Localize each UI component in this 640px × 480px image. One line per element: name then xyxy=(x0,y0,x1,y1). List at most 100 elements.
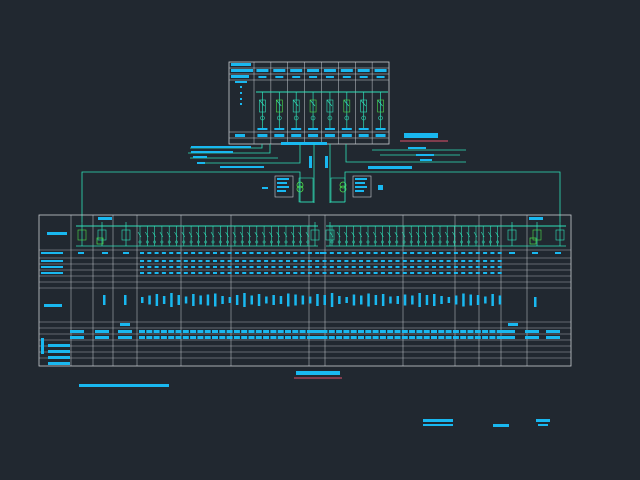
cubicle-label xyxy=(325,76,334,78)
cell-value xyxy=(278,252,283,254)
cubicle-label xyxy=(375,128,386,130)
row-label xyxy=(41,272,63,274)
cell-vertical-text xyxy=(389,296,392,304)
cell-value xyxy=(380,260,385,262)
breaker-ct xyxy=(189,240,193,244)
cell-vertical-text xyxy=(250,295,253,305)
cell-value xyxy=(286,266,290,268)
upper-label-block xyxy=(240,92,242,94)
cell-value xyxy=(483,272,488,274)
cell-value xyxy=(307,252,312,254)
cell-value xyxy=(242,260,247,262)
cell-value xyxy=(453,252,458,254)
cell-value xyxy=(70,330,84,333)
cell-value xyxy=(453,272,458,274)
lv-grid xyxy=(39,215,571,366)
cell-value xyxy=(256,260,261,262)
cell-value xyxy=(497,266,502,268)
cell-value xyxy=(431,336,437,339)
breaker-contact xyxy=(452,231,456,238)
breaker-ct xyxy=(167,240,171,244)
cell-value xyxy=(366,272,371,274)
cubicle-label xyxy=(275,76,284,78)
cell-value xyxy=(140,252,144,254)
breaker-ct xyxy=(431,240,435,244)
cell-value xyxy=(264,260,269,262)
breaker-ct xyxy=(452,240,456,244)
cell-value xyxy=(358,330,364,333)
cell-value xyxy=(401,336,408,339)
cell-value xyxy=(322,266,327,268)
cubicle-switch xyxy=(326,99,333,107)
incomer-breaker xyxy=(77,229,87,241)
cell-vertical-text xyxy=(243,293,246,307)
cell-value xyxy=(153,330,160,333)
cell-vertical-text xyxy=(265,296,268,304)
breaker-contact xyxy=(437,231,442,238)
cell-value xyxy=(227,272,232,274)
cell-value xyxy=(176,266,181,268)
cell-value xyxy=(264,266,269,268)
cell-value xyxy=(300,260,305,262)
cell-value xyxy=(366,266,371,268)
cell-value xyxy=(169,272,174,274)
bottom-captions xyxy=(79,371,550,427)
cubicle-switch xyxy=(276,99,282,107)
cell-value xyxy=(234,266,239,268)
cell-value xyxy=(242,266,247,268)
cell-value xyxy=(410,260,415,262)
cell-value xyxy=(475,260,480,262)
cell-value xyxy=(350,330,357,333)
breaker-contact xyxy=(174,231,178,238)
upper-panel xyxy=(228,61,390,145)
cell-value xyxy=(213,252,217,254)
cell-value xyxy=(490,252,495,254)
cell-value xyxy=(350,336,357,339)
cell-value xyxy=(123,252,129,254)
cubicle-equipment xyxy=(309,99,317,113)
cell-value xyxy=(329,260,334,262)
cubicle-label xyxy=(274,128,285,130)
cell-vertical-text xyxy=(425,295,429,305)
breaker-ct xyxy=(196,240,200,244)
cubicle-label xyxy=(256,69,269,72)
cell-value xyxy=(286,252,290,254)
cell-value xyxy=(475,266,480,268)
breaker-contact xyxy=(372,231,377,238)
title-block-5 xyxy=(538,424,548,426)
cell-value xyxy=(175,330,182,333)
cell-value xyxy=(249,272,254,274)
cubicle-label xyxy=(292,76,301,78)
breaker-contact xyxy=(261,231,266,238)
breaker-contact xyxy=(181,231,186,238)
cell-value xyxy=(432,266,436,268)
capacitor-bank xyxy=(96,237,104,245)
cell-value xyxy=(233,330,240,333)
breaker-contact xyxy=(430,231,435,238)
cell-vertical-text xyxy=(170,293,173,307)
cubicle-equipment xyxy=(343,99,351,113)
cell-value xyxy=(234,252,239,254)
cubicle-label xyxy=(376,76,385,78)
breaker-contact xyxy=(203,231,207,238)
lv-incoming-loop xyxy=(81,171,561,222)
cell-value xyxy=(197,330,204,333)
cell-value xyxy=(256,252,261,254)
lv-switchboard-frame xyxy=(38,214,572,367)
cell-vertical-text xyxy=(345,297,348,303)
breaker-contact xyxy=(365,231,370,238)
row-label xyxy=(41,266,63,268)
cubicle-label xyxy=(374,69,387,72)
cell-value xyxy=(446,266,451,268)
cell-value xyxy=(328,330,335,333)
breaker-ct xyxy=(299,240,303,244)
cell-value xyxy=(140,272,144,274)
cell-value xyxy=(293,272,298,274)
cubicle-label xyxy=(309,76,318,78)
cell-value xyxy=(233,336,240,339)
cubicle-ct xyxy=(293,115,299,121)
breaker-ct xyxy=(233,240,237,244)
lv-title-bar xyxy=(296,371,340,375)
cell-value xyxy=(351,252,356,254)
upper-label-block xyxy=(235,81,247,83)
